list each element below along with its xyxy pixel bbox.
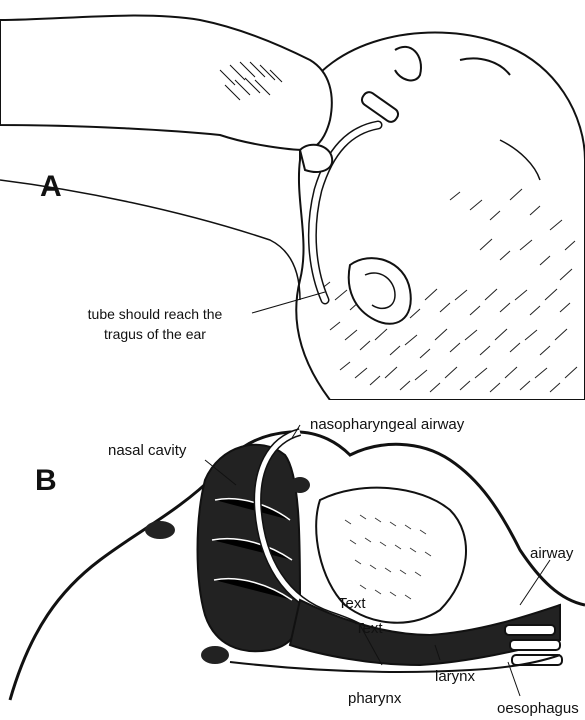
panel-letter-b: B — [35, 466, 57, 496]
panel-b: B nasopharyngeal airway nasal cavity air… — [0, 400, 585, 720]
annotation-a-line1: tube should reach the — [60, 306, 250, 322]
trachea-rings — [505, 625, 562, 665]
sinus-blob-2 — [201, 646, 229, 664]
label-text-1: Text — [338, 595, 366, 613]
fingertip — [300, 145, 332, 172]
label-text-2: Text — [355, 620, 383, 638]
panel-a: A tube should reach the tragus of the ea… — [0, 0, 585, 400]
sinus-blob-1 — [145, 521, 175, 539]
leader-oesophagus — [508, 662, 520, 696]
label-pharynx: pharynx — [348, 690, 401, 708]
label-oesophagus: oesophagus — [497, 700, 579, 718]
label-airway: airway — [530, 545, 573, 563]
panel-letter-a: A — [40, 172, 62, 202]
label-nasopharyngeal-airway: nasopharyngeal airway — [310, 416, 464, 434]
label-nasal-cavity: nasal cavity — [108, 442, 186, 460]
label-larynx: larynx — [435, 668, 475, 686]
head-outline — [296, 33, 585, 401]
hand-and-arm — [0, 16, 332, 150]
annotation-a-line2: tragus of the ear — [60, 326, 250, 342]
sinus-blob-3 — [290, 477, 310, 493]
cross-section-illustration — [0, 400, 585, 720]
